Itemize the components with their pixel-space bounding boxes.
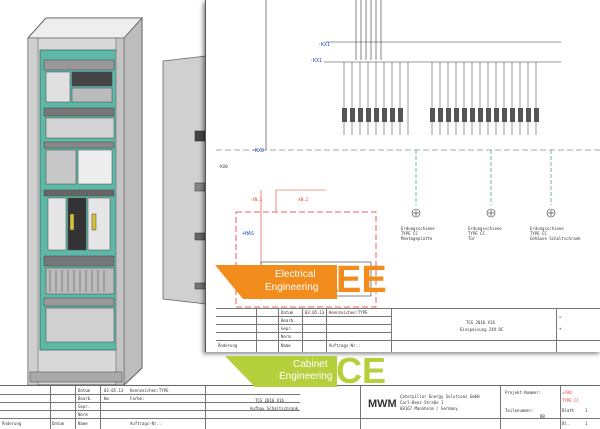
tb-project: TCG 2016 V16 (255, 398, 284, 403)
kx1-row-label: -KX1 (310, 58, 322, 64)
title-block-bottom: Datum 03.05.13 Bearb. Hw Gepr. Norm Ände… (0, 385, 600, 429)
earth-label-mounting-plate: Erdungsschiene TYPE CC Montageplatte (401, 226, 435, 241)
cabinet-3d-view (27, 16, 143, 385)
tb-gepr-label: Gepr. (78, 404, 91, 409)
company-name: Caterpillar Energy Solutions GmbH (400, 394, 480, 399)
kx0-label-left: -KX0 (218, 164, 228, 169)
tb-kennzeichen: Kennzeichen:TYPE (130, 388, 169, 393)
sch-name-label: Name (281, 343, 291, 348)
ee-banner-shape (215, 265, 337, 299)
mwm-logo: MWM (368, 398, 397, 410)
projekt-nummer-label: Projekt-Nummer: (505, 390, 542, 395)
tb-bearb-value: Hw (104, 396, 109, 401)
xn2-label: -XN.2 (296, 197, 309, 202)
tb-auftrag: Auftrags-Nr.: (130, 421, 162, 426)
ce-line1: Cabinet (293, 359, 328, 370)
tb-datum-value: 03.05.13 (104, 388, 124, 393)
tb-sheet-title: Aufbau Schaltschrank (250, 406, 299, 411)
earth-label-door: Erdungsschiene TYPE CC Tür (468, 226, 502, 241)
tb-aenderung-label: Änderung (2, 421, 22, 426)
projekt-nummer-value: =FAQ (562, 390, 572, 395)
ce-abbr: CE (336, 350, 387, 391)
sch-datum-value: 03.05.13 (305, 310, 325, 315)
ce-banner-shape (225, 356, 337, 387)
tb-bearb-label: Bearb. (78, 396, 93, 401)
sch-gepr-label: Gepr. (281, 326, 294, 331)
teilenummer-value: RB (540, 414, 545, 419)
ee-line1: Electrical (275, 269, 316, 280)
blatt-value: 1 (585, 408, 588, 413)
tb-datum-label: Datum (78, 388, 91, 393)
sch-aenderung-label: Änderung (218, 343, 238, 348)
kx1-label: -KX1 (318, 42, 330, 48)
has-label: +HAS (242, 231, 254, 237)
tb-name-label: Name (78, 421, 88, 426)
sch-auftrag: Auftrags-Nr.: (329, 343, 361, 348)
title-block-schematic: Datum 03.05.13 Bearb. Gepr. Norm Änderun… (216, 308, 600, 352)
bl-value: 1 (585, 421, 588, 426)
tb-farbe: Farbe: (130, 396, 145, 401)
tb-datum2-label: Datum (52, 421, 65, 426)
sch-project: TCG 2016 V16 (466, 320, 495, 325)
kx0-label: -KX0 (252, 148, 264, 154)
type-value: TYPE CC (562, 398, 579, 403)
tb-norm-label: Norm (78, 412, 88, 417)
ce-line2: Engineering (279, 371, 333, 382)
sch-sheet-title: Einspeisung 24V DC (460, 327, 504, 332)
sch-sheet-prefix: = (559, 314, 562, 319)
sch-sheet-loc: + (559, 326, 562, 331)
sch-bearb-label: Bearb. (281, 318, 296, 323)
xn1-label: -XN.1 (250, 197, 263, 202)
company-city: 68167 Mannheim / Germany (400, 406, 458, 411)
ee-line2: Engineering (265, 282, 319, 293)
cabinet-door-view (162, 55, 216, 305)
teilenummer-label: Teilenummer: (505, 408, 534, 413)
electrical-engineering-banner: Electrical Engineering EE (215, 259, 395, 301)
sch-datum-label: Datum (281, 310, 294, 315)
sch-norm-label: Norm (281, 334, 291, 339)
blatt-label: Blatt (562, 408, 575, 413)
cabinet-engineering-banner: Cabinet Engineering CE (225, 350, 395, 391)
sch-kennzeichen: Kennzeichen:TYPE (329, 310, 368, 315)
company-street: Carl-Benz-Straße 1 (400, 400, 444, 405)
earth-label-cabinet-housing: Erdungsschiene TYPE CC Gehäuse Schaltsch… (530, 226, 581, 241)
bl-label: Bl. (562, 421, 570, 426)
ee-abbr: EE (336, 259, 387, 301)
